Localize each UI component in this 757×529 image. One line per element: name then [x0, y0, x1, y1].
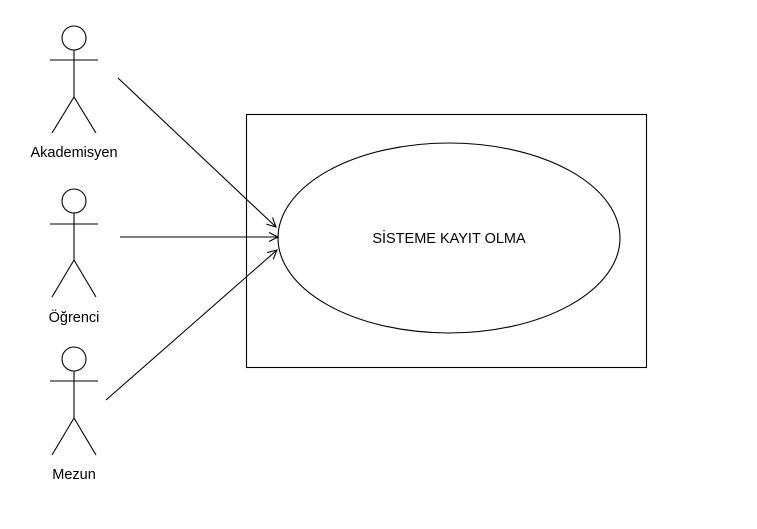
actor-akademisyen[interactable]: Akademisyen	[30, 25, 118, 161]
actor-label: Mezun	[52, 467, 96, 483]
actor-label: Akademisyen	[30, 145, 117, 161]
association-akademisyen	[117, 77, 277, 228]
association-mezun	[105, 249, 278, 401]
actor-ogrenci[interactable]: Öğrenci	[49, 188, 100, 326]
use-case-sisteme-kayit-olma[interactable]: SİSTEME KAYIT OLMA	[277, 142, 621, 334]
actor-mezun[interactable]: Mezun	[50, 346, 98, 483]
use-case-label: SİSTEME KAYIT OLMA	[372, 229, 526, 247]
stick-figure-icon	[50, 25, 98, 134]
stick-figure-icon	[50, 188, 98, 298]
actor-label: Öğrenci	[49, 308, 100, 326]
stick-figure-icon	[50, 346, 98, 456]
system-boundary	[245, 113, 648, 369]
